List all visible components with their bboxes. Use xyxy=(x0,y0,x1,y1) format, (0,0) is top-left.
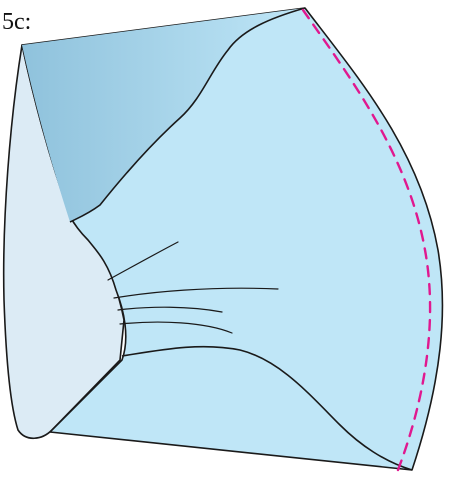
seam-stitch-line xyxy=(301,8,432,472)
gather-line xyxy=(117,306,223,313)
gather-line xyxy=(119,321,233,334)
step-label: 5c: xyxy=(2,9,32,35)
gather-line xyxy=(107,241,179,281)
gather-line xyxy=(113,287,279,299)
gather-lines xyxy=(107,241,279,334)
lower-fold-line xyxy=(121,345,413,471)
upper-fold-line xyxy=(69,7,306,223)
shaded-fold xyxy=(22,8,305,222)
